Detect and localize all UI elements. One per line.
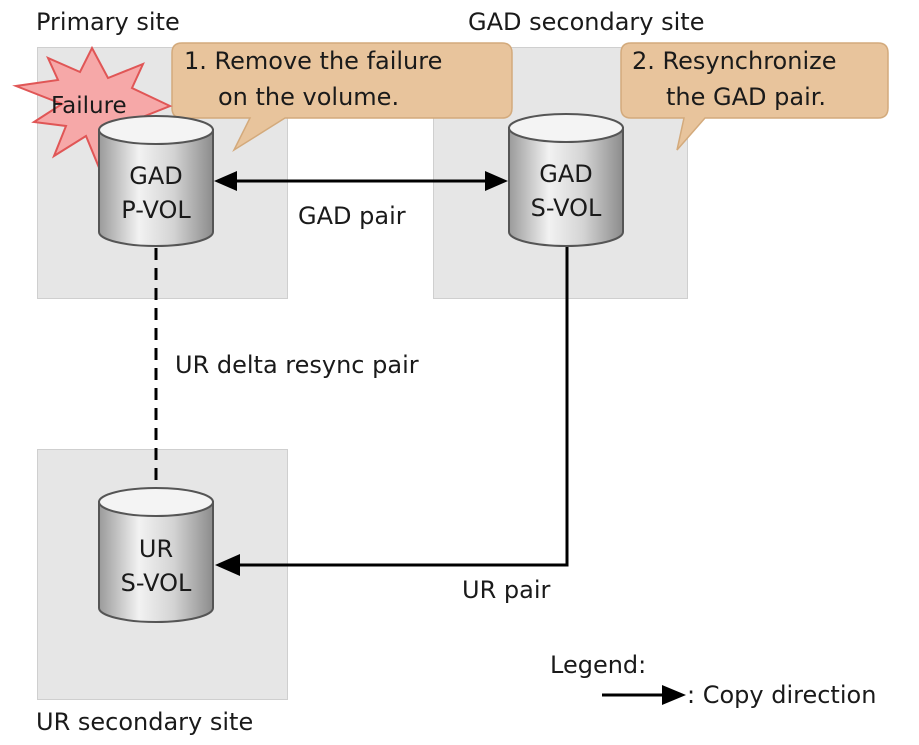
legend-arrow-icon <box>602 685 686 705</box>
primary-site-label: Primary site <box>36 8 180 36</box>
svol-line1: GAD <box>539 160 593 188</box>
step2-line1: 2. Resynchronize <box>632 47 837 75</box>
failure-label: Failure <box>51 93 127 119</box>
ur-delta-resync-label: UR delta resync pair <box>175 351 419 379</box>
gad-secondary-site-label: GAD secondary site <box>468 8 705 36</box>
pvol-line2: P-VOL <box>121 196 191 224</box>
legend-copy-direction: : Copy direction <box>687 681 877 709</box>
ur-svol-line1: UR <box>138 535 174 563</box>
ur-pair-arrow <box>215 246 569 576</box>
legend-title: Legend: <box>550 651 647 679</box>
step1-callout-bubble <box>171 42 513 153</box>
ur-pair-label: UR pair <box>462 576 551 604</box>
step1-line2: on the volume. <box>218 83 400 111</box>
gad-pair-label: GAD pair <box>298 202 406 230</box>
gad-pair-arrow <box>214 171 508 191</box>
gad-svol-cylinder <box>508 113 624 247</box>
ur-secondary-site-label: UR secondary site <box>36 708 254 736</box>
step2-callout-bubble <box>620 42 889 151</box>
step1-line1: 1. Remove the failure <box>184 47 443 75</box>
svol-line2: S-VOL <box>530 194 602 222</box>
ur-svol-cylinder <box>98 487 214 623</box>
ur-svol-line2: S-VOL <box>120 569 192 597</box>
pvol-line1: GAD <box>129 162 183 190</box>
step2-line2: the GAD pair. <box>666 83 827 111</box>
gad-pvol-cylinder <box>98 115 214 247</box>
